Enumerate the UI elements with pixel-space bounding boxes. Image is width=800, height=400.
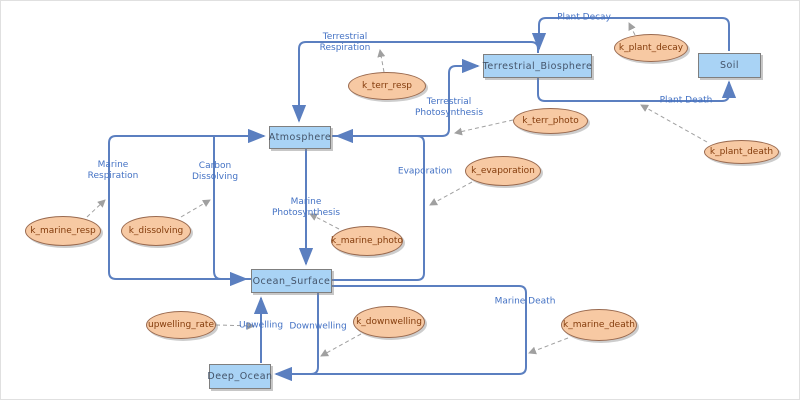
connector-k-terr-resp — [377, 49, 386, 73]
connector-k-terr-photo — [454, 119, 514, 136]
flow-label-downwelling: Downwelling — [289, 321, 347, 332]
stock-ocean-surface[interactable]: Ocean_Surface — [251, 269, 332, 293]
flow-label-terrestrial-respiration: Terrestrial Respiration — [319, 32, 371, 53]
param-k-marine-resp[interactable]: k_marine_resp — [25, 216, 101, 246]
connector-k-evaporation — [429, 181, 473, 206]
flow-marine-respiration — [108, 128, 266, 280]
stock-soil[interactable]: Soil — [698, 53, 761, 78]
flow-label-upwelling: Upwelling — [238, 320, 284, 331]
stock-deep-ocean[interactable]: Deep_Ocean — [207, 364, 272, 389]
flow-carbon-dissolving — [213, 137, 248, 287]
flow-evaporation — [332, 128, 425, 281]
connector-k-dissolving — [180, 199, 211, 218]
connector-k-marine-photo — [309, 213, 340, 230]
flow-label-evaporation: Evaporation — [397, 166, 453, 177]
param-k-marine-photo[interactable]: k_marine_photo — [331, 226, 403, 256]
flow-label-marine-respiration: Marine Respiration — [87, 160, 139, 181]
connector-upwelling-rate — [215, 321, 255, 330]
flow-terrestrial-photosynthesis — [332, 58, 480, 137]
flow-label-plant-decay: Plant Decay — [557, 12, 611, 23]
flow-label-plant-death: Plant Death — [659, 95, 713, 106]
flow-label-marine-death: Marine Death — [494, 296, 556, 307]
flow-plant-death — [537, 78, 737, 102]
connector-k-plant-death — [640, 104, 708, 143]
param-k-plant-death[interactable]: k_plant_death — [704, 140, 779, 164]
param-k-marine-death[interactable]: k_marine_death — [561, 309, 637, 341]
param-k-plant-decay[interactable]: k_plant_decay — [614, 34, 688, 62]
connector-k-marine-death — [528, 337, 569, 355]
flow-label-marine-photosynthesis: Marine Photosynthesis — [271, 197, 341, 218]
flow-terrestrial-respiration — [291, 41, 539, 123]
connector-k-plant-decay — [628, 22, 636, 36]
param-upwelling-rate[interactable]: upwelling_rate — [146, 311, 216, 339]
param-k-dissolving[interactable]: k_dissolving — [121, 216, 191, 246]
stock-terrestrial-biosphere[interactable]: Terrestrial_Biosphere — [483, 54, 592, 78]
stock-atmosphere[interactable]: Atmosphere — [269, 126, 331, 149]
param-k-downwelling[interactable]: k_downwelling — [353, 306, 425, 338]
flow-plant-decay — [531, 17, 730, 51]
param-k-evaporation[interactable]: k_evaporation — [465, 156, 541, 186]
flow-label-terrestrial-photosynthesis: Terrestrial Photosynthesis — [414, 97, 484, 118]
flow-downwelling — [293, 293, 319, 375]
connector-k-marine-resp — [86, 199, 106, 218]
flow-marine-death — [274, 285, 527, 382]
param-k-terr-resp[interactable]: k_terr_resp — [348, 72, 426, 100]
flow-label-carbon-dissolving: Carbon Dissolving — [191, 161, 239, 182]
connector-k-downwelling — [320, 333, 362, 357]
param-k-terr-photo[interactable]: k_terr_photo — [513, 108, 588, 134]
